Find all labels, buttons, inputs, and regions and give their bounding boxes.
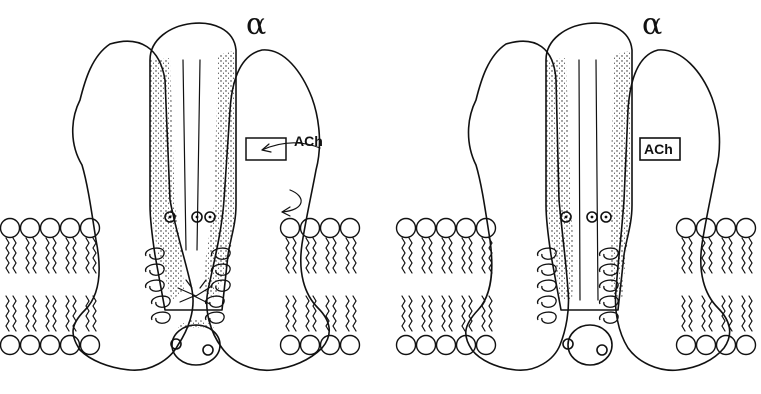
- lipid-tail: [286, 238, 296, 273]
- lipid-tail: [702, 238, 712, 273]
- lipid-head: [457, 219, 476, 238]
- lipid-head: [437, 219, 456, 238]
- lipid-tail: [6, 296, 16, 331]
- panel-open-state: ACh α: [397, 7, 756, 370]
- lipid-tail: [742, 238, 752, 273]
- lipid-tail: [326, 296, 336, 331]
- lipid-tail: [742, 296, 752, 331]
- lipid-head: [61, 219, 80, 238]
- lipid-head: [737, 336, 756, 355]
- lipid-head: [1, 336, 20, 355]
- alpha-label: α: [246, 7, 266, 42]
- lipid-tail: [6, 238, 16, 273]
- lipid-tail: [442, 296, 452, 331]
- lipid-head: [677, 219, 696, 238]
- lipid-head: [21, 219, 40, 238]
- lipid-head: [697, 336, 716, 355]
- lipid-head: [21, 336, 40, 355]
- lipid-head: [41, 336, 60, 355]
- lipid-head: [341, 336, 360, 355]
- lipid-head: [321, 336, 340, 355]
- lipid-tail: [26, 238, 36, 273]
- lipid-bilayer-left: [397, 219, 496, 355]
- lipid-head: [417, 336, 436, 355]
- lipid-head: [477, 219, 496, 238]
- lipid-tail: [306, 238, 316, 273]
- bottom-domain: [172, 325, 220, 365]
- pore-line: [579, 60, 580, 300]
- lipid-tail: [346, 296, 356, 331]
- bottom-domain: [568, 325, 612, 365]
- alpha-label: α: [642, 7, 662, 42]
- rotation-arrow: [282, 190, 301, 212]
- lipid-tail: [402, 296, 412, 331]
- lipid-head: [281, 336, 300, 355]
- lipid-tail: [26, 296, 36, 331]
- pore-wall-right: [204, 50, 236, 300]
- ach-label: ACh: [294, 133, 323, 149]
- lipid-bilayer-left: [1, 219, 100, 355]
- helix-coil: [538, 248, 557, 323]
- lipid-tail: [422, 296, 432, 331]
- lipid-head: [341, 219, 360, 238]
- lipid-head: [397, 219, 416, 238]
- lipid-tail: [46, 238, 56, 273]
- lipid-head: [281, 219, 300, 238]
- lipid-head: [321, 219, 340, 238]
- lipid-bilayer-right: [281, 219, 360, 355]
- lipid-tail: [682, 296, 692, 331]
- lipid-head: [1, 219, 20, 238]
- lipid-head: [717, 219, 736, 238]
- lipid-tail: [722, 238, 732, 273]
- lipid-tail: [346, 238, 356, 273]
- lipid-tail: [306, 296, 316, 331]
- lipid-tail: [66, 238, 76, 273]
- lipid-tail: [86, 238, 96, 273]
- lipid-tail: [462, 238, 472, 273]
- lipid-head: [437, 336, 456, 355]
- lipid-head: [301, 336, 320, 355]
- lipid-head: [737, 219, 756, 238]
- lipid-bilayer-right: [677, 219, 756, 355]
- lipid-head: [41, 219, 60, 238]
- ach-binding-site: [246, 138, 286, 160]
- lipid-head: [417, 219, 436, 238]
- panel-closed-state: ACh α: [1, 7, 360, 370]
- lipid-head: [81, 336, 100, 355]
- lipid-tail: [422, 238, 432, 273]
- pore-wall-right: [610, 50, 632, 300]
- lipid-tail: [402, 238, 412, 273]
- lipid-tail: [46, 296, 56, 331]
- pore-line: [596, 60, 598, 300]
- pore-line: [183, 60, 186, 250]
- lipid-tail: [702, 296, 712, 331]
- lipid-tail: [326, 238, 336, 273]
- m2-helix-left: [538, 248, 557, 323]
- lipid-tail: [682, 238, 692, 273]
- lipid-head: [81, 219, 100, 238]
- ach-label: ACh: [644, 141, 673, 157]
- lipid-tail: [286, 296, 296, 331]
- lipid-head: [677, 336, 696, 355]
- lipid-head: [477, 336, 496, 355]
- lipid-head: [397, 336, 416, 355]
- lipid-tail: [442, 238, 452, 273]
